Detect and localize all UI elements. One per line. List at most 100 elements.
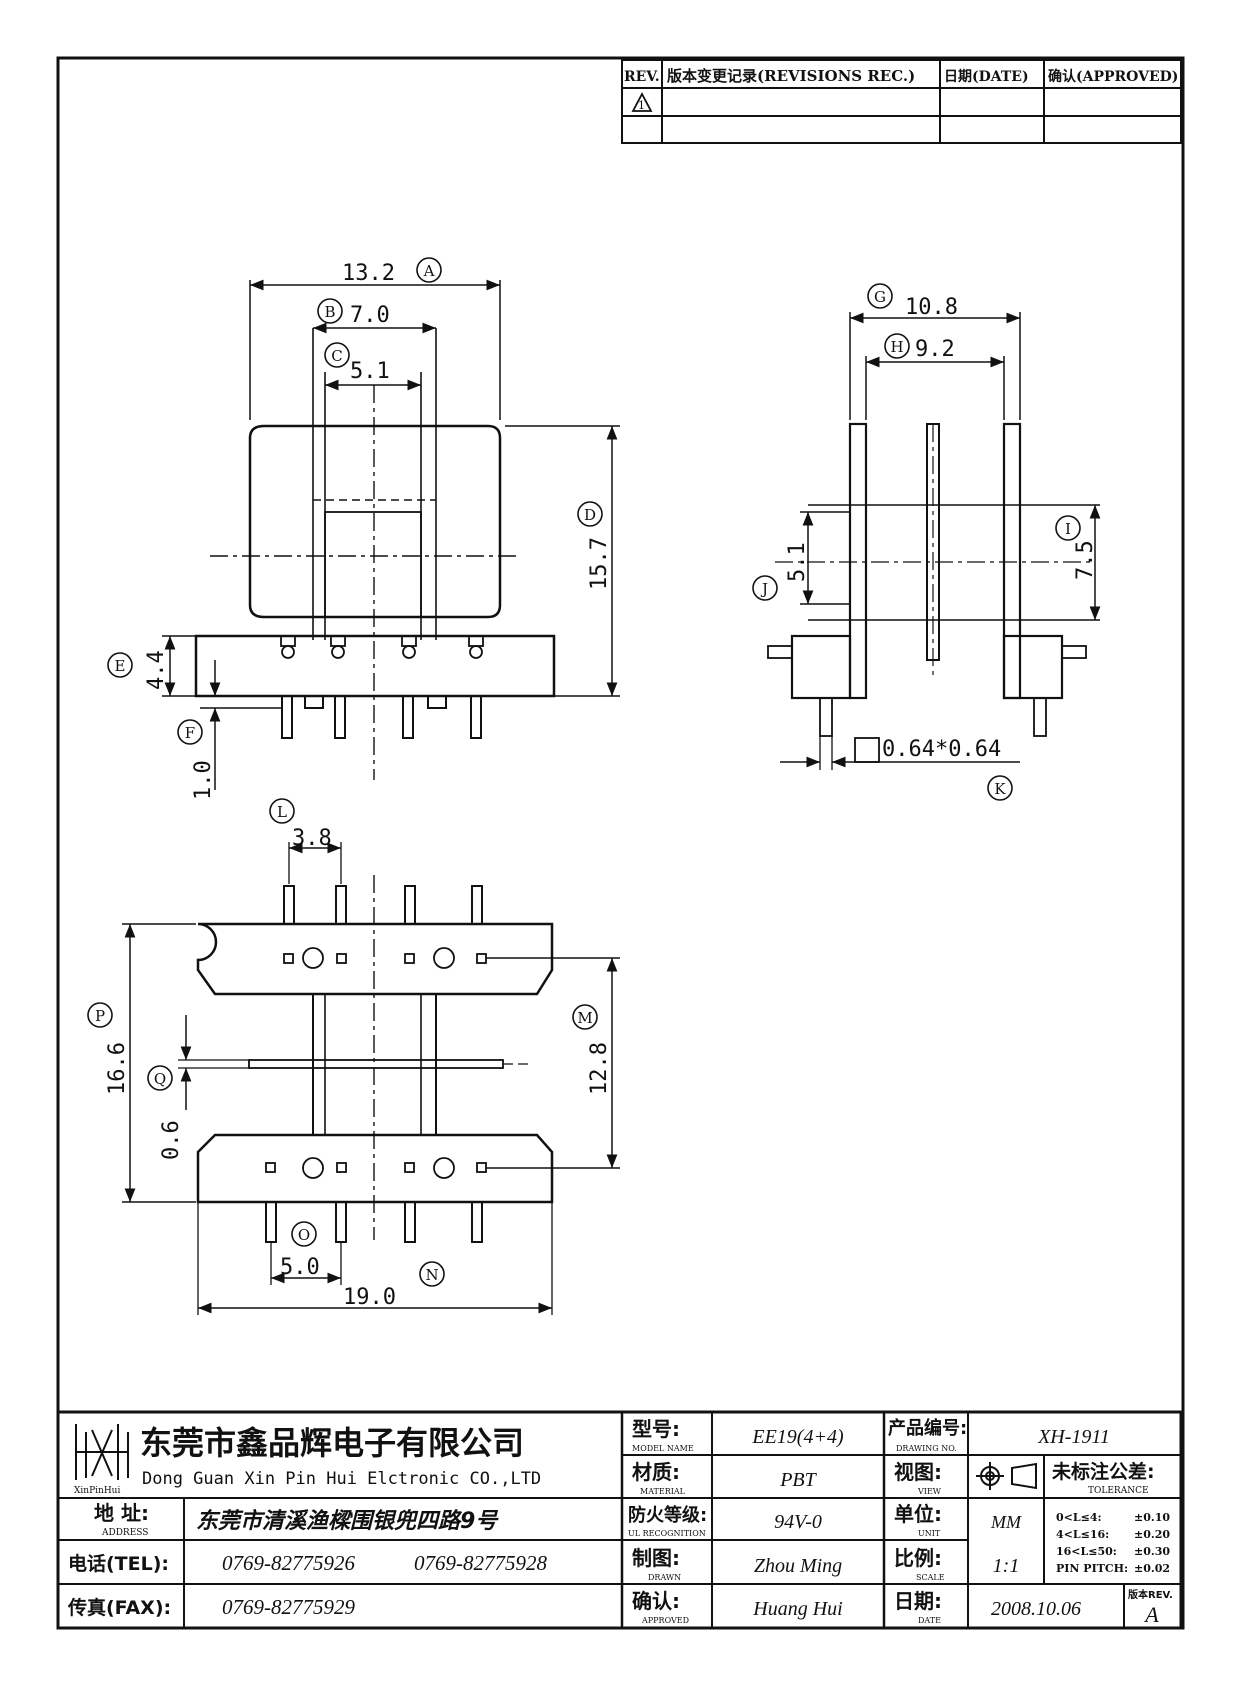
dim-j-label: J 5.1 <box>752 542 810 601</box>
date-label: 日期: <box>894 1589 942 1613</box>
flame-label: 防火等级: <box>628 1504 707 1526</box>
dim-b-label: B 7.0 <box>317 298 390 328</box>
dim-p-value: 16.6 <box>105 1042 130 1095</box>
dim-f-label: F 1.0 <box>177 719 216 800</box>
model-value: EE19(4+4) <box>751 1426 844 1448</box>
dim-j-letter: J <box>760 580 768 598</box>
tolerance-range-3: 16<L≤50: <box>1056 1545 1117 1558</box>
dim-q-value: 0.6 <box>159 1120 184 1160</box>
dim-g-label: G 10.8 <box>867 283 958 320</box>
material-label: 材质: <box>632 1460 680 1484</box>
tolerance-table: 0<L≤4: ±0.10 4<L≤16: ±0.20 16<L≤50: ±0.3… <box>1056 1511 1170 1575</box>
dim-l-letter: L <box>277 803 287 821</box>
dim-b-value: 7.0 <box>350 303 390 328</box>
approved-label: 确认: <box>632 1589 680 1613</box>
side-view <box>767 312 1101 770</box>
revision-block <box>621 59 1182 144</box>
title-block-grid <box>56 1410 1183 1630</box>
material-label-en: MATERIAL <box>640 1487 686 1496</box>
flame-label-en: UL RECOGNITION <box>628 1529 706 1538</box>
unit-label-en: UNIT <box>918 1529 941 1538</box>
sheet-border <box>56 56 1185 1630</box>
tolerance-range-2: 4<L≤16: <box>1056 1528 1109 1541</box>
dim-k-value: 0.64*0.64 <box>882 737 1001 762</box>
dim-p-letter: P <box>95 1007 105 1025</box>
dim-m-value: 12.8 <box>587 1042 612 1095</box>
dim-e-label: E 4.4 <box>107 650 169 690</box>
dim-g-letter: G <box>874 288 886 306</box>
dim-q-label: Q 0.6 <box>147 1065 184 1160</box>
rev-header: REV. <box>624 69 660 85</box>
dim-l-value: 3.8 <box>292 826 332 851</box>
dim-q-letter: Q <box>154 1070 166 1088</box>
company-name-en: Dong Guan Xin Pin Hui Elctronic CO.,LTD <box>142 1469 541 1489</box>
projection-symbol-icon <box>976 1462 1037 1490</box>
tolerance-label-en: TOLERANCE <box>1088 1486 1149 1496</box>
dim-k-label: 0.64*0.64 K <box>882 737 1013 801</box>
date-label-en: DATE <box>918 1616 941 1625</box>
dim-d-label: 15.7 D <box>577 501 612 590</box>
logo-text: XinPinHui <box>74 1486 120 1496</box>
scale-label: 比例: <box>894 1546 942 1570</box>
tolerance-label: 未标注公差: <box>1051 1460 1155 1483</box>
fax-value: 0769-82775929 <box>222 1595 355 1619</box>
dim-c-letter: C <box>331 347 342 365</box>
dim-o-letter: O <box>298 1226 310 1244</box>
tolerance-value-3: ±0.30 <box>1134 1545 1170 1558</box>
view-label-en: VIEW <box>917 1487 942 1496</box>
dim-n-value: 19.0 <box>343 1285 396 1310</box>
front-view-base <box>194 634 556 698</box>
dim-l-label: L 3.8 <box>269 798 332 851</box>
model-label: 型号: <box>632 1417 680 1441</box>
front-view <box>162 279 620 790</box>
rev-value: A <box>1143 1602 1159 1627</box>
model-label-en: MODEL NAME <box>632 1444 694 1453</box>
dim-a-value: 13.2 <box>342 261 395 286</box>
drawn-label-en: DRAWN <box>648 1573 681 1582</box>
fax-label: 传真(FAX): <box>67 1596 171 1619</box>
tolerance-value-4: ±0.02 <box>1134 1562 1170 1575</box>
dim-f-value: 1.0 <box>191 760 216 800</box>
dim-b-letter: B <box>324 303 335 321</box>
view-label: 视图: <box>894 1460 942 1484</box>
scale-value: 1:1 <box>993 1555 1020 1577</box>
dim-o-label: O 5.0 <box>280 1221 320 1280</box>
dim-d-value: 15.7 <box>587 537 612 590</box>
dim-g-value: 10.8 <box>905 295 958 320</box>
tel-value-1: 0769-82775926 <box>222 1551 355 1575</box>
dim-a-label: 13.2 A <box>342 257 442 286</box>
material-value: PBT <box>779 1469 817 1491</box>
bottom-view <box>122 842 620 1315</box>
tolerance-value-1: ±0.10 <box>1134 1511 1170 1524</box>
dim-m-label: M 12.8 <box>572 1004 612 1095</box>
address-label-en: ADDRESS <box>101 1528 148 1538</box>
bottom-view-top-flange <box>196 922 554 996</box>
tel-value-2: 0769-82775928 <box>414 1551 547 1575</box>
tolerance-range-1: 0<L≤4: <box>1056 1511 1102 1524</box>
flame-value: 94V-0 <box>774 1511 822 1533</box>
drawn-value: Zhou Ming <box>754 1555 842 1577</box>
dim-c-value: 5.1 <box>350 359 390 384</box>
front-view-body <box>248 424 502 619</box>
unit-label: 单位: <box>894 1502 942 1526</box>
address-value: 东莞市清溪渔樑围银兜四路9号 <box>196 1508 499 1534</box>
tolerance-value-2: ±0.20 <box>1134 1528 1170 1541</box>
dim-f-letter: F <box>185 724 195 742</box>
revisions-header: 版本变更记录(REVISIONS REC.) <box>667 67 915 85</box>
dim-h-letter: H <box>890 338 903 356</box>
dim-h-value: 9.2 <box>915 337 955 362</box>
company-logo <box>75 1424 129 1480</box>
tel-label: 电话(TEL): <box>68 1552 169 1575</box>
approved-header: 确认(APPROVED) <box>1048 68 1178 85</box>
dim-m-letter: M <box>577 1009 592 1027</box>
dim-p-label: P 16.6 <box>87 1002 130 1095</box>
dim-h-label: H 9.2 <box>884 333 955 362</box>
unit-value: MM <box>990 1512 1022 1532</box>
dim-a-letter: A <box>423 262 435 280</box>
dim-d-letter: D <box>584 506 596 524</box>
drawing-no-label-en: DRAWING NO. <box>896 1444 957 1453</box>
dim-n-label: 19.0 N <box>343 1261 445 1310</box>
scale-label-en: SCALE <box>916 1573 945 1582</box>
dim-i-value: 7.5 <box>1073 540 1098 580</box>
